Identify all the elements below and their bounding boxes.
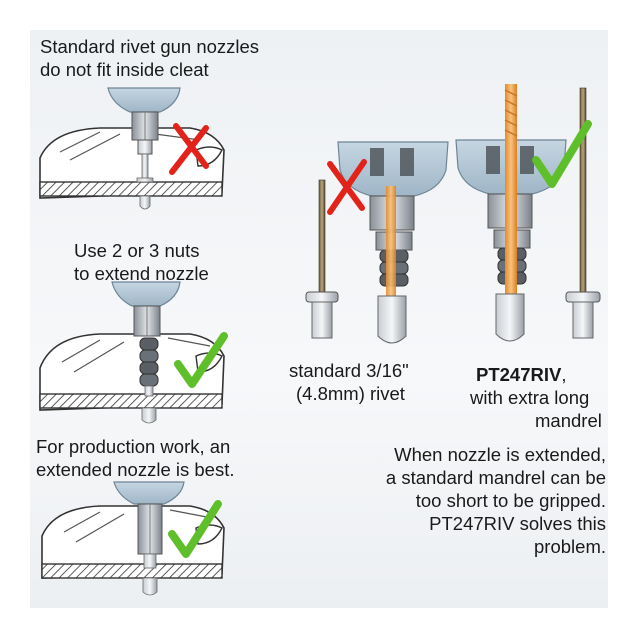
cleat-extended-nozzle (41, 481, 225, 596)
caption-standard-nozzle-2: do not fit inside cleat (40, 59, 209, 80)
standard-rivet (305, 179, 339, 339)
caption-production-2: extended nozzle is best. (36, 459, 235, 480)
note-line-3: too short to be gripped. (415, 490, 606, 511)
caption-production-1: For production work, an (36, 436, 231, 457)
caption-standard-rivet-1: standard 3/16" (289, 360, 409, 381)
caption-standard-rivet-2: (4.8mm) rivet (296, 383, 405, 404)
cross-mark-2 (327, 159, 367, 215)
cleat-standard-nozzle (39, 87, 225, 210)
check-mark-3 (532, 120, 592, 188)
caption-nuts-2: to extend nozzle (74, 263, 209, 284)
product-name: PT247RIV (476, 364, 562, 385)
cleat-nut-extension (39, 281, 225, 424)
note-line-5: problem. (534, 536, 606, 557)
cross-mark-1 (169, 123, 209, 175)
caption-pt247riv-3: mandrel (535, 410, 602, 431)
note-line-2: a standard mandrel can be (385, 467, 606, 488)
caption-pt247riv-2: with extra long (470, 387, 590, 408)
caption-nuts-1: Use 2 or 3 nuts (74, 240, 200, 261)
check-mark-1 (174, 332, 228, 388)
pt247riv-assembly (455, 84, 567, 342)
pt247riv-rivet (565, 87, 601, 339)
caption-standard-nozzle-1: Standard rivet gun nozzles (40, 36, 260, 57)
standard-rivet-assembly (337, 141, 449, 344)
note-line-1: When nozzle is extended, (394, 444, 606, 465)
check-mark-2 (168, 500, 222, 558)
note-line-4: PT247RIV solves this (429, 513, 606, 534)
caption-pt247riv-1: PT247RIV, (476, 364, 567, 385)
